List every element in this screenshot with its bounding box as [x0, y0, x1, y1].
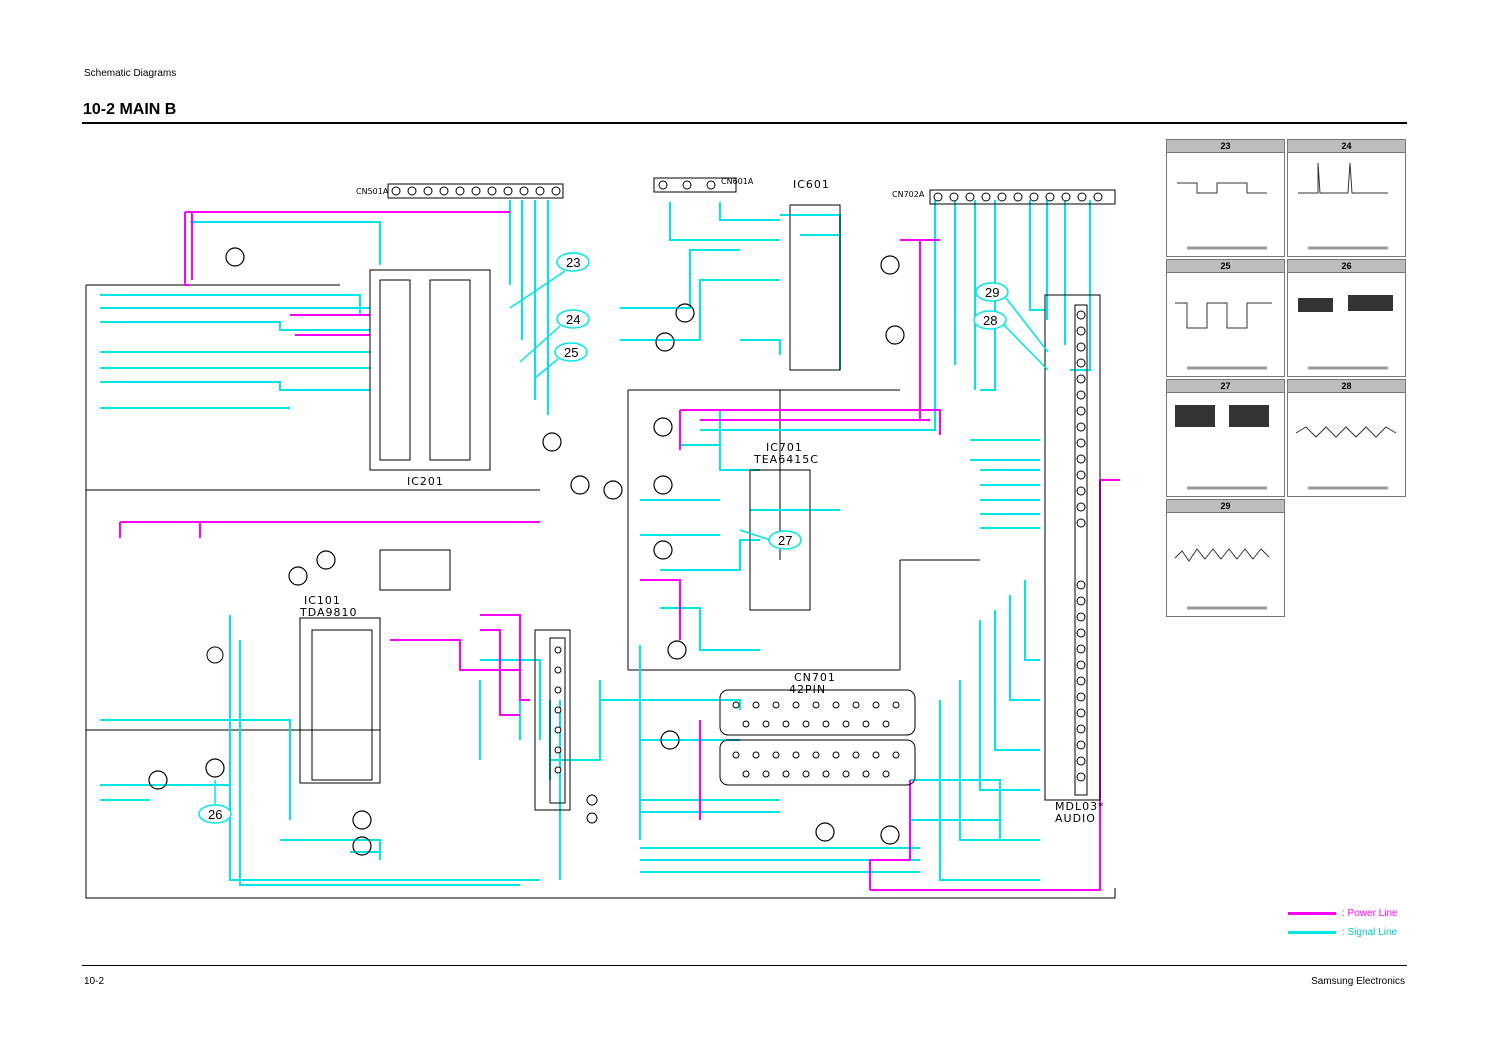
ic601-label: IC601 — [793, 178, 830, 191]
ic701-part: TEA6415C — [753, 453, 819, 466]
cn601a-label: CN601A — [721, 177, 754, 186]
mdl03-label: MDL03* — [1055, 800, 1105, 813]
waveform-27: 27 — [1166, 379, 1285, 497]
marker-25: 25 — [534, 342, 588, 379]
signal-line-label: : Signal Line — [1342, 927, 1398, 938]
waveform-24: 24 — [1287, 139, 1406, 257]
ic101-label: IC101 — [304, 594, 341, 607]
svg-text:25: 25 — [564, 345, 578, 360]
svg-text:26: 26 — [208, 807, 222, 822]
marker-26: 26 — [198, 780, 232, 824]
connector-pins — [206, 180, 1103, 824]
waveform-23: 23 — [1166, 139, 1285, 257]
svg-text:28: 28 — [983, 313, 997, 328]
waveform-25: 25 — [1166, 259, 1285, 377]
marker-23: 23 — [509, 252, 590, 309]
waveform-panel: 23 24 25 26 27 28 29 — [1166, 139, 1407, 620]
section-label: Schematic Diagrams — [84, 68, 177, 79]
waveform-28-title: 28 — [1288, 380, 1405, 393]
component-outlines — [299, 177, 1116, 811]
company-name: Samsung Electronics — [1311, 976, 1405, 987]
ic101-part: TDA9810 — [299, 606, 358, 619]
signal-line-swatch — [1288, 930, 1336, 934]
waveform-25-title: 25 — [1167, 260, 1284, 273]
svg-text:24: 24 — [566, 312, 580, 327]
cn701-pins-label: 42PIN — [789, 683, 826, 696]
waveform-29-title: 29 — [1167, 500, 1284, 513]
svg-text:29: 29 — [985, 285, 999, 300]
frame-lines — [85, 284, 1116, 899]
marker-29: 29 — [975, 282, 1049, 353]
waveform-26: 26 — [1287, 259, 1406, 377]
transistors — [148, 247, 905, 856]
audio-label: AUDIO — [1055, 812, 1096, 825]
marker-27: 27 — [739, 529, 802, 550]
ic701-label: IC701 — [766, 441, 803, 454]
signal-lines — [100, 200, 1091, 886]
svg-text:27: 27 — [778, 533, 792, 548]
header-rule — [82, 122, 1407, 124]
waveform-28: 28 — [1287, 379, 1406, 497]
power-line-swatch — [1288, 911, 1336, 915]
ic201-label: IC201 — [407, 475, 444, 488]
waveform-27-title: 27 — [1167, 380, 1284, 393]
page-number: 10-2 — [84, 976, 105, 987]
cn702a-label: CN702A — [892, 190, 925, 199]
legend-power: : Power Line — [1288, 908, 1398, 919]
page-title: 10-2 MAIN B — [83, 101, 177, 118]
schematic-diagram: CN501A CN601A CN702A IC601 IC201 IC701 T… — [85, 177, 1120, 899]
waveform-26-title: 26 — [1288, 260, 1405, 273]
cn501a-label: CN501A — [356, 187, 389, 196]
svg-text:23: 23 — [566, 255, 580, 270]
cn701-label: CN701 — [794, 671, 836, 684]
waveform-23-title: 23 — [1167, 140, 1284, 153]
legend-signal: : Signal Line — [1288, 927, 1397, 938]
power-lines — [119, 211, 1120, 891]
schematic-labels: CN501A CN601A CN702A IC601 IC201 IC701 T… — [299, 177, 1105, 825]
waveform-29: 29 — [1166, 499, 1285, 617]
waveform-24-title: 24 — [1288, 140, 1405, 153]
marker-28: 28 — [973, 310, 1049, 371]
marker-24: 24 — [519, 309, 590, 363]
footer-rule — [82, 965, 1407, 966]
power-line-label: : Power Line — [1342, 908, 1398, 919]
test-point-markers: 23 24 25 26 27 28 29 — [198, 252, 1049, 824]
